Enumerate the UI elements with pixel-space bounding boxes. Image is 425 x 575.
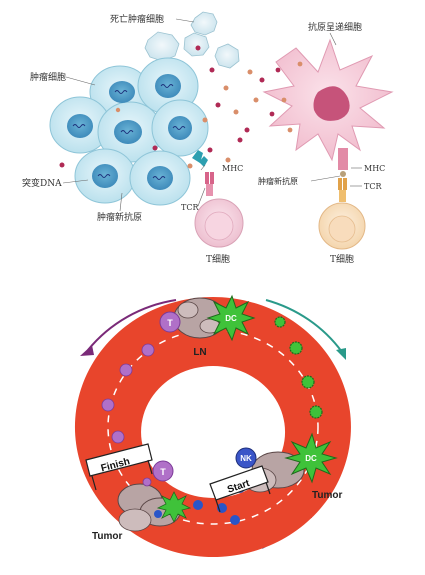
label-dc-top: DC bbox=[225, 314, 237, 323]
label-dead-tumor-cell: 死亡肿瘤细胞 bbox=[110, 13, 164, 25]
label-mhc-right: MHC bbox=[364, 164, 385, 173]
label-mutant-dna: 突变DNA bbox=[22, 177, 62, 189]
dead-tumor-cells bbox=[144, 11, 240, 69]
label-t-top: T bbox=[167, 318, 173, 328]
label-t-cell-left: T细胞 bbox=[206, 253, 230, 265]
neoantigen-particles bbox=[59, 45, 265, 169]
nk-cell bbox=[235, 447, 257, 469]
label-apc: 抗原呈递细胞 bbox=[308, 21, 362, 33]
label-tcr-right: TCR bbox=[364, 182, 382, 191]
tumor-nuclei bbox=[67, 74, 192, 190]
t-cell-top bbox=[159, 311, 181, 333]
t-cell-right bbox=[318, 202, 366, 250]
cycle-arrow-top-right bbox=[265, 299, 346, 360]
label-tumor-cell: 肿瘤细胞 bbox=[30, 71, 66, 83]
lymph-node bbox=[173, 297, 227, 339]
label-tcr-left: TCR bbox=[181, 203, 199, 212]
label-dc-bottom: DC bbox=[305, 454, 317, 463]
start-banner bbox=[209, 465, 271, 513]
label-tumor-right: Tumor bbox=[312, 490, 342, 501]
mhc-complex-right bbox=[338, 148, 348, 177]
label-t-cell-right: T细胞 bbox=[330, 253, 354, 265]
leader-lines bbox=[62, 18, 362, 212]
label-ln: LN bbox=[193, 347, 206, 358]
dc-bottom-left-cluster bbox=[156, 491, 192, 523]
apc-particles bbox=[269, 61, 303, 133]
label-nk: NK bbox=[240, 454, 252, 463]
tcr-right bbox=[338, 178, 347, 202]
label-tumor-neoantigen-left: 肿瘤新抗原 bbox=[97, 211, 142, 223]
finish-banner bbox=[85, 443, 153, 491]
cycle-track bbox=[74, 297, 351, 557]
antigen-presentation-illustration: 死亡肿瘤细胞 肿瘤细胞 突变DNA 肿瘤新抗原 MHC TCR T细胞 抗原呈递… bbox=[22, 11, 394, 265]
mhc-complex-left bbox=[192, 150, 208, 167]
cancer-immunity-cycle: LN Tumor Tumor Finish Start T T NK DC DC bbox=[74, 294, 351, 557]
t-cell-bottom bbox=[142, 460, 174, 487]
label-mhc-left: MHC bbox=[222, 164, 243, 173]
tcr-left bbox=[205, 172, 214, 196]
cycle-arrow-left bbox=[80, 299, 177, 356]
t-cell-left bbox=[194, 198, 244, 248]
label-tumor-neoantigen-right: 肿瘤新抗原 bbox=[258, 176, 298, 186]
dc-top bbox=[206, 294, 256, 342]
label-tumor-left: Tumor bbox=[92, 531, 122, 542]
label-t-bottom: T bbox=[160, 467, 166, 477]
dc-bottom bbox=[284, 432, 338, 484]
migrating-t-cells bbox=[101, 343, 155, 444]
antigen-presenting-cell bbox=[262, 38, 394, 162]
migrating-dc-particles bbox=[274, 316, 323, 419]
